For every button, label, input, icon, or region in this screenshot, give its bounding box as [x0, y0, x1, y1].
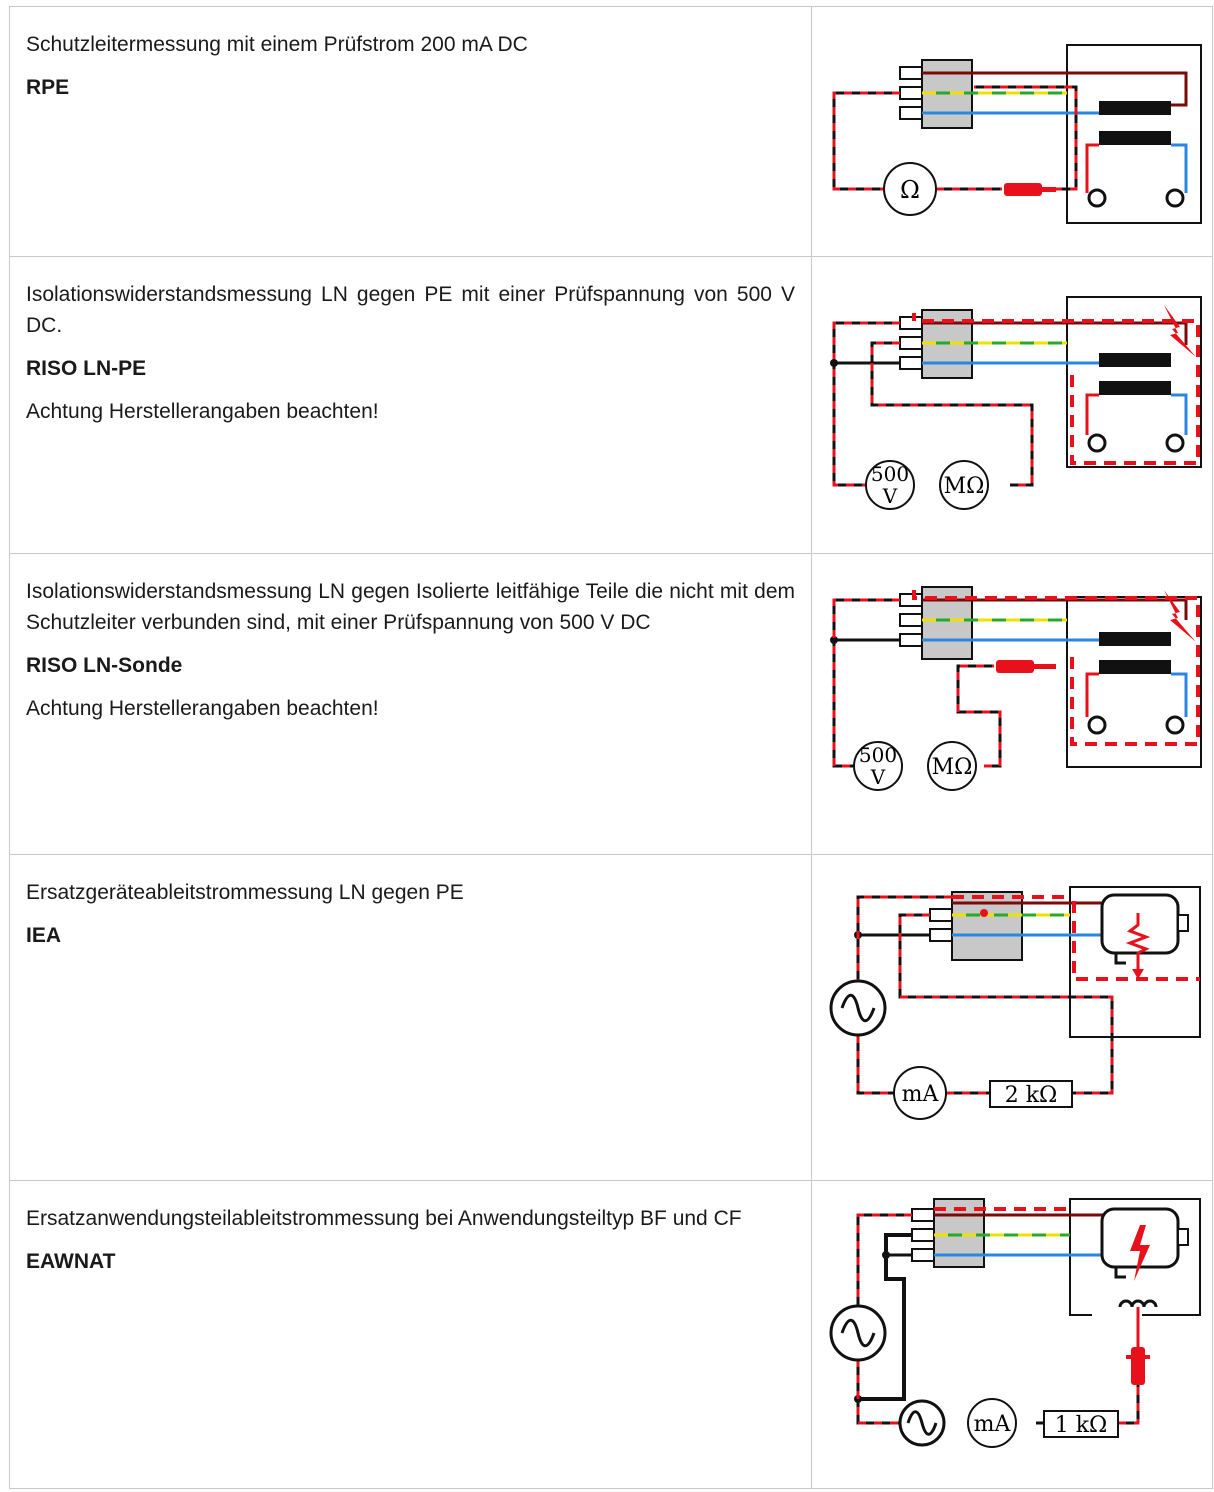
test-description: Isolationswiderstandsmessung LN gegen PE…: [26, 283, 795, 337]
description-cell: Ersatzgeräteableitstrommessung LN gegen …: [9, 854, 812, 1181]
ohmmeter-icon: [883, 162, 937, 216]
probe-icon: [996, 660, 1034, 673]
table-row: Ersatzgeräteableitstrommessung LN gegen …: [9, 854, 1213, 1181]
device-box: [1066, 296, 1202, 468]
table-row: Ersatzanwendungsteilableitstrommessung b…: [9, 1180, 1213, 1489]
iea-circuit-diagram: mA 2 kΩ: [829, 886, 1201, 1120]
lightning-icon: [1164, 590, 1196, 642]
meter-label: Ω: [900, 176, 920, 204]
test-code: RPE: [26, 76, 70, 99]
leakage-resistor-icon: [1125, 913, 1151, 973]
test-description: Schutzleitermessung mit einem Prüfstrom …: [26, 33, 528, 56]
voltage-source-icon: [865, 460, 915, 510]
meter-label: mA: [974, 1412, 1012, 1437]
description-cell: Isolationswiderstandsmessung LN gegen PE…: [9, 256, 812, 554]
diagram-cell: mA 1 kΩ: [811, 1180, 1213, 1489]
source-voltage-label: 500: [859, 743, 897, 767]
test-code: IEA: [26, 924, 62, 947]
description-cell: Schutzleitermessung mit einem Prüfstrom …: [9, 6, 812, 257]
device-motor-icon: [1100, 893, 1180, 955]
riso-ln-pe-circuit-diagram: 500 V MΩ: [830, 296, 1202, 510]
meter-label: MΩ: [944, 474, 985, 499]
table-row: Isolationswiderstandsmessung LN gegen Is…: [9, 553, 1213, 855]
resistor-label: 1 kΩ: [1055, 1413, 1108, 1438]
eawnat-circuit-diagram: mA 1 kΩ: [829, 1198, 1201, 1448]
source-unit-label: V: [882, 484, 898, 508]
device-box: [1069, 886, 1201, 1038]
description-cell: Isolationswiderstandsmessung LN gegen Is…: [9, 553, 812, 855]
description-cell: Ersatzanwendungsteilableitstrommessung b…: [9, 1180, 812, 1489]
diagram-cell: 500 V MΩ: [811, 553, 1213, 855]
voltage-source-icon: [853, 741, 903, 791]
ammeter-icon: [893, 1066, 947, 1120]
megohmmeter-icon: [927, 741, 977, 791]
diagram-cell: Ω: [811, 6, 1213, 257]
test-code: RISO LN-Sonde: [26, 654, 183, 677]
test-note: Achtung Herstellerangaben beachten!: [26, 400, 379, 423]
source-voltage-label: 500: [871, 462, 909, 486]
test-description: Ersatzanwendungsteilableitstrommessung b…: [26, 1207, 742, 1230]
probe-icon: [1131, 1347, 1145, 1385]
rpe-circuit-diagram: Ω: [832, 44, 1202, 224]
test-code: RISO LN-PE: [26, 357, 147, 380]
probe-icon: [1004, 183, 1042, 196]
megohmmeter-icon: [939, 460, 989, 510]
test-description: Ersatzgeräteableitstrommessung LN gegen …: [26, 881, 464, 904]
meter-label: MΩ: [932, 755, 973, 780]
riso-ln-sonde-circuit-diagram: 500 V MΩ: [830, 586, 1202, 791]
test-note: Achtung Herstellerangaben beachten!: [26, 697, 379, 720]
ammeter-icon: [967, 1398, 1017, 1448]
diagram-cell: 500 V MΩ: [811, 256, 1213, 554]
resistor-icon: [989, 1080, 1073, 1108]
diagram-cell: mA 2 kΩ: [811, 854, 1213, 1181]
meter-label: mA: [902, 1082, 940, 1107]
table-row: Isolationswiderstandsmessung LN gegen PE…: [9, 256, 1213, 554]
resistor-label: 2 kΩ: [1005, 1083, 1058, 1108]
table-row: Schutzleitermessung mit einem Prüfstrom …: [9, 6, 1213, 257]
lightning-icon: [1130, 1225, 1150, 1281]
source-unit-label: V: [870, 765, 886, 789]
test-description: Isolationswiderstandsmessung LN gegen Is…: [26, 580, 795, 634]
lightning-icon: [1164, 305, 1196, 357]
test-table: Schutzleitermessung mit einem Prüfstrom …: [9, 6, 1213, 1489]
applied-part-icon: [1118, 1299, 1158, 1308]
resistor-icon: [1043, 1410, 1119, 1438]
device-box: [1066, 44, 1202, 224]
test-code: EAWNAT: [26, 1250, 116, 1273]
